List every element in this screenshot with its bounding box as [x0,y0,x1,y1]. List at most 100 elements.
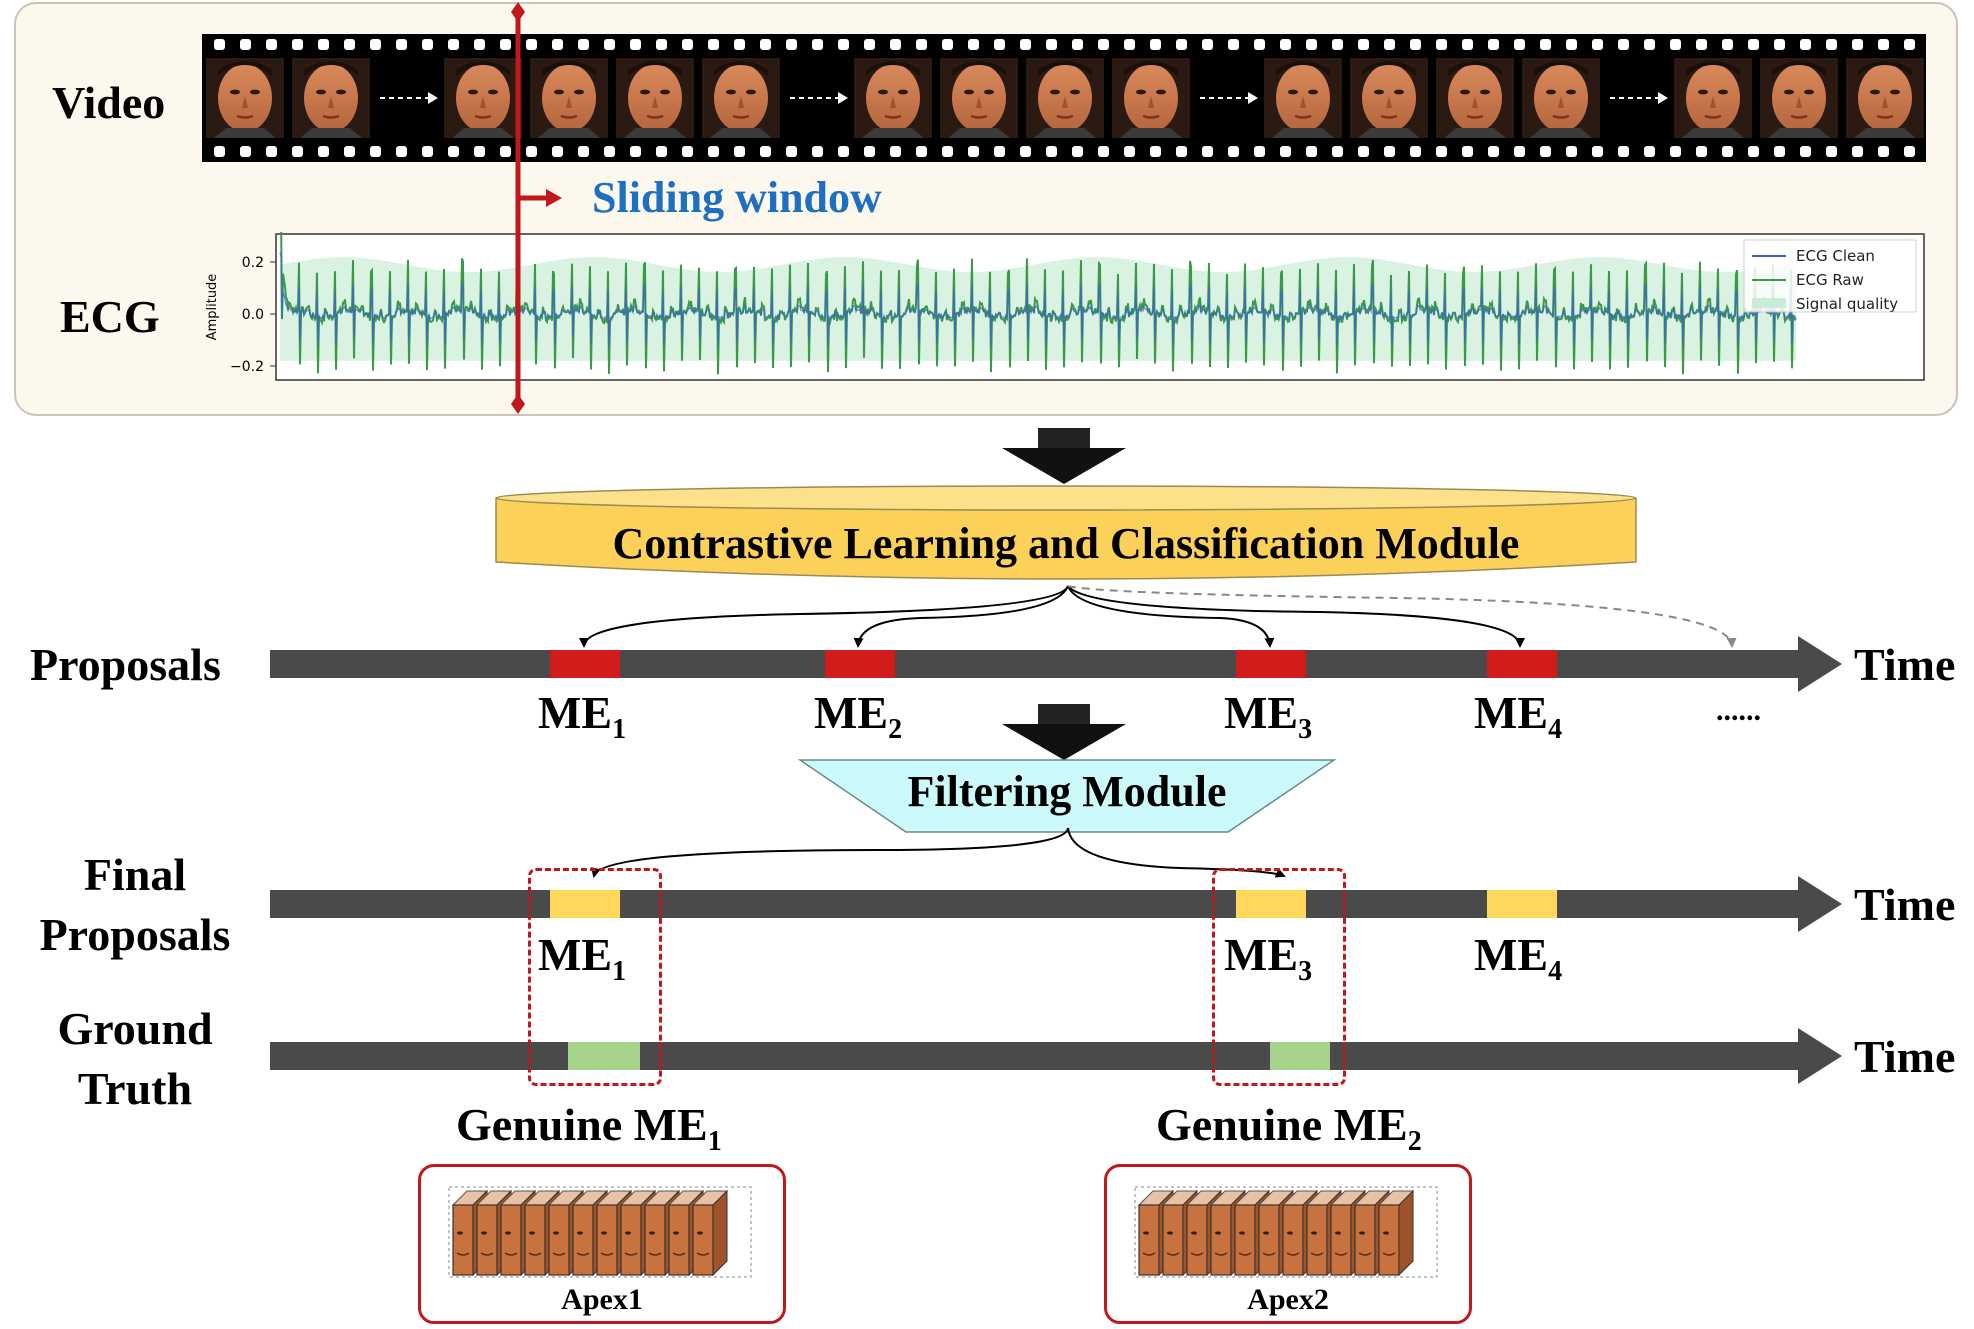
final-proposal-segment [1236,890,1306,918]
final-proposals-time-label: Time [1854,879,1956,930]
apex-box-1: Apex1 [418,1164,786,1324]
final-label-line2: Proposals [39,909,231,960]
face-frame-icon [1258,1204,1280,1276]
face-frame-icon [1672,56,1754,140]
apex-box-2: Apex2 [1104,1164,1472,1324]
face-frame-icon [1282,1204,1304,1276]
sliding-window-marker [511,2,562,414]
film-hole [396,39,407,50]
face-frame-icon [938,56,1020,140]
film-hole [1826,39,1837,50]
film-hole [1020,146,1031,157]
face-frame-icon [572,1204,594,1276]
film-hole [1670,39,1681,50]
proposals-timeline [270,636,1842,692]
film-hole [734,146,745,157]
final-proposal-arrows [590,827,1286,878]
film-hole [500,146,511,157]
film-hole [630,146,641,157]
film-hole [1566,146,1577,157]
film-hole [422,146,433,157]
final-label-line1: Final [83,849,187,900]
film-hole [1592,146,1603,157]
face-stack-icon [1134,1186,1438,1278]
film-hole [292,39,303,50]
film-hole [396,146,407,157]
contrastive-learning-module [495,485,1637,580]
film-hole [1566,39,1577,50]
ecg-label: ECG [60,291,160,342]
ecg-legend: ECG Clean ECG Raw Signal quality [1743,239,1917,313]
film-hole [1228,39,1239,50]
film-hole [344,39,355,50]
final-me-label: ME1 [538,929,627,988]
film-hole [1774,146,1785,157]
film-hole [1254,146,1265,157]
film-hole [500,39,511,50]
film-hole [734,39,745,50]
video-label: Video [52,77,166,128]
film-hole [1228,146,1239,157]
film-hole [1384,146,1395,157]
legend-ecg-clean: ECG Clean [1796,247,1875,265]
film-hole [1904,39,1915,50]
film-hole [1046,39,1057,50]
contrastive-learning-module-label: Contrastive Learning and Classification … [612,519,1520,568]
ground-truth-segment [1270,1042,1330,1070]
ground-truth-label: Ground Truth [20,1006,250,1112]
final-proposals-timeline [270,876,1842,932]
film-hole [890,39,901,50]
film-hole [1124,146,1135,157]
face-frame-icon [290,56,372,140]
face-frame-icon [476,1204,498,1276]
film-hole [1722,146,1733,157]
film-hole [838,39,849,50]
gt-label-line2: Truth [77,1063,193,1114]
film-hole [708,39,719,50]
film-hole [890,146,901,157]
film-hole [318,39,329,50]
film-hole [812,146,823,157]
gt-label-line1: Ground [57,1003,213,1054]
face-frame-icon [1262,56,1344,140]
face-frame-icon [1162,1204,1184,1276]
film-hole [1722,39,1733,50]
ecg-ytick: 0.0 [242,307,264,323]
film-hole [656,146,667,157]
final-proposal-segment [550,890,620,918]
dashed-arrow-icon [1067,585,1737,648]
proposal-me-label: ME4 [1474,687,1563,746]
sliding-window-label: Sliding window [592,173,882,222]
film-hole [474,146,485,157]
film-hole [370,146,381,157]
film-hole [1306,39,1317,50]
film-hole [266,39,277,50]
film-hole [656,39,667,50]
face-frame-icon [500,1204,522,1276]
face-frame-icon [1844,56,1926,140]
film-hole [604,146,615,157]
final-proposal-segment [1487,890,1557,918]
face-frame-icon [1354,1204,1376,1276]
film-hole [942,39,953,50]
film-hole [1644,39,1655,50]
film-hole [1202,39,1213,50]
down-arrow-icon [1002,704,1126,760]
face-frame-icon [852,56,934,140]
film-hole [266,146,277,157]
film-hole [1462,39,1473,50]
ecg-ytick: −0.2 [230,359,264,375]
ecg-ylabel: Amplitude [205,274,220,341]
film-hole [474,39,485,50]
film-hole [1774,39,1785,50]
match-box-1 [528,868,662,1086]
ground-truth-segment [568,1042,640,1070]
film-hole [1072,39,1083,50]
film-hole [1020,39,1031,50]
film-hole [1852,39,1863,50]
video-filmstrip [202,34,1926,162]
film-hole [1332,39,1343,50]
face-frame-icon [620,1204,642,1276]
film-hole [760,39,771,50]
legend-ecg-raw: ECG Raw [1796,271,1864,289]
